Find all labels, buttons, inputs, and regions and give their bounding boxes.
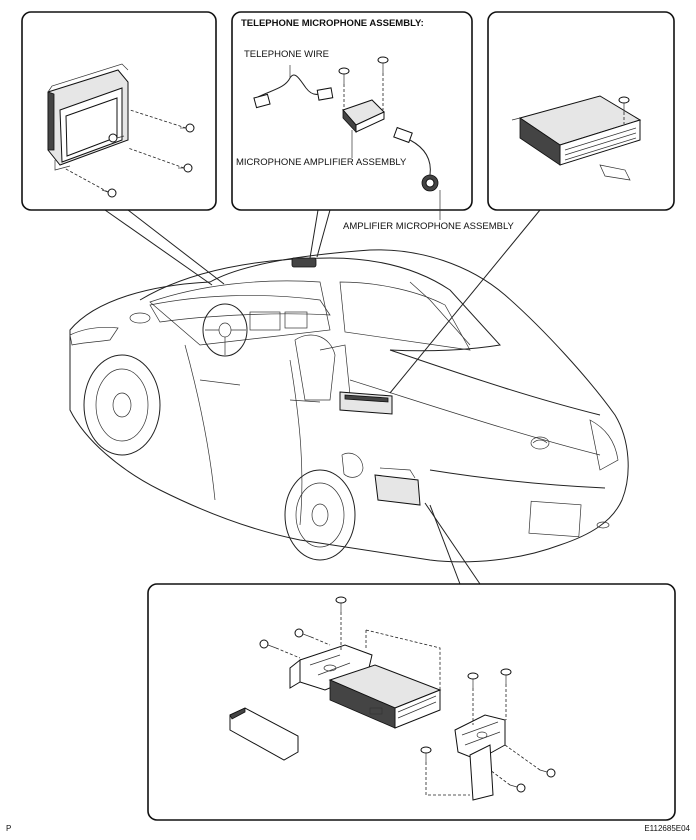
screw-icon bbox=[259, 639, 277, 649]
amplifier-microphone-label: AMPLIFIER MICROPHONE ASSEMBLY bbox=[343, 221, 515, 232]
screw-icon bbox=[338, 67, 350, 84]
telephone-wire-label: TELEPHONE WIRE bbox=[244, 49, 329, 60]
screw-icon bbox=[618, 96, 630, 112]
amplifier-part bbox=[511, 95, 642, 181]
screw-icon bbox=[539, 768, 556, 778]
screw-icon bbox=[467, 672, 479, 688]
right-bracket-part bbox=[454, 714, 506, 801]
screw-icon bbox=[335, 596, 347, 612]
screw-icon bbox=[101, 188, 117, 198]
amplifier-callout bbox=[487, 11, 675, 211]
module-bracket-callout bbox=[147, 583, 676, 821]
figure-code: E112685E04 bbox=[644, 824, 690, 833]
telephone-microphone-callout: TELEPHONE MICROPHONE ASSEMBLY: TELEPHONE… bbox=[231, 11, 473, 211]
microphone-amplifier-part bbox=[342, 99, 385, 134]
amplifier-microphone-part bbox=[393, 126, 439, 192]
screw-icon bbox=[294, 628, 312, 638]
page-mark: P bbox=[6, 824, 11, 833]
leader-lines bbox=[104, 209, 541, 585]
screw-icon bbox=[420, 746, 432, 762]
display-unit-callout bbox=[21, 11, 217, 211]
screw-icon bbox=[377, 56, 389, 73]
screw-icon bbox=[509, 783, 526, 793]
telephone-wire-part bbox=[253, 65, 334, 109]
section-title: TELEPHONE MICROPHONE ASSEMBLY: bbox=[241, 18, 424, 29]
vehicle-illustration bbox=[69, 249, 629, 563]
screw-icon bbox=[108, 133, 125, 143]
side-panel-part bbox=[229, 707, 299, 761]
microphone-amplifier-label: MICROPHONE AMPLIFIER ASSEMBLY bbox=[236, 157, 407, 168]
screw-icon bbox=[500, 668, 512, 684]
left-bracket-part bbox=[289, 644, 373, 691]
module-unit-part bbox=[328, 664, 442, 729]
